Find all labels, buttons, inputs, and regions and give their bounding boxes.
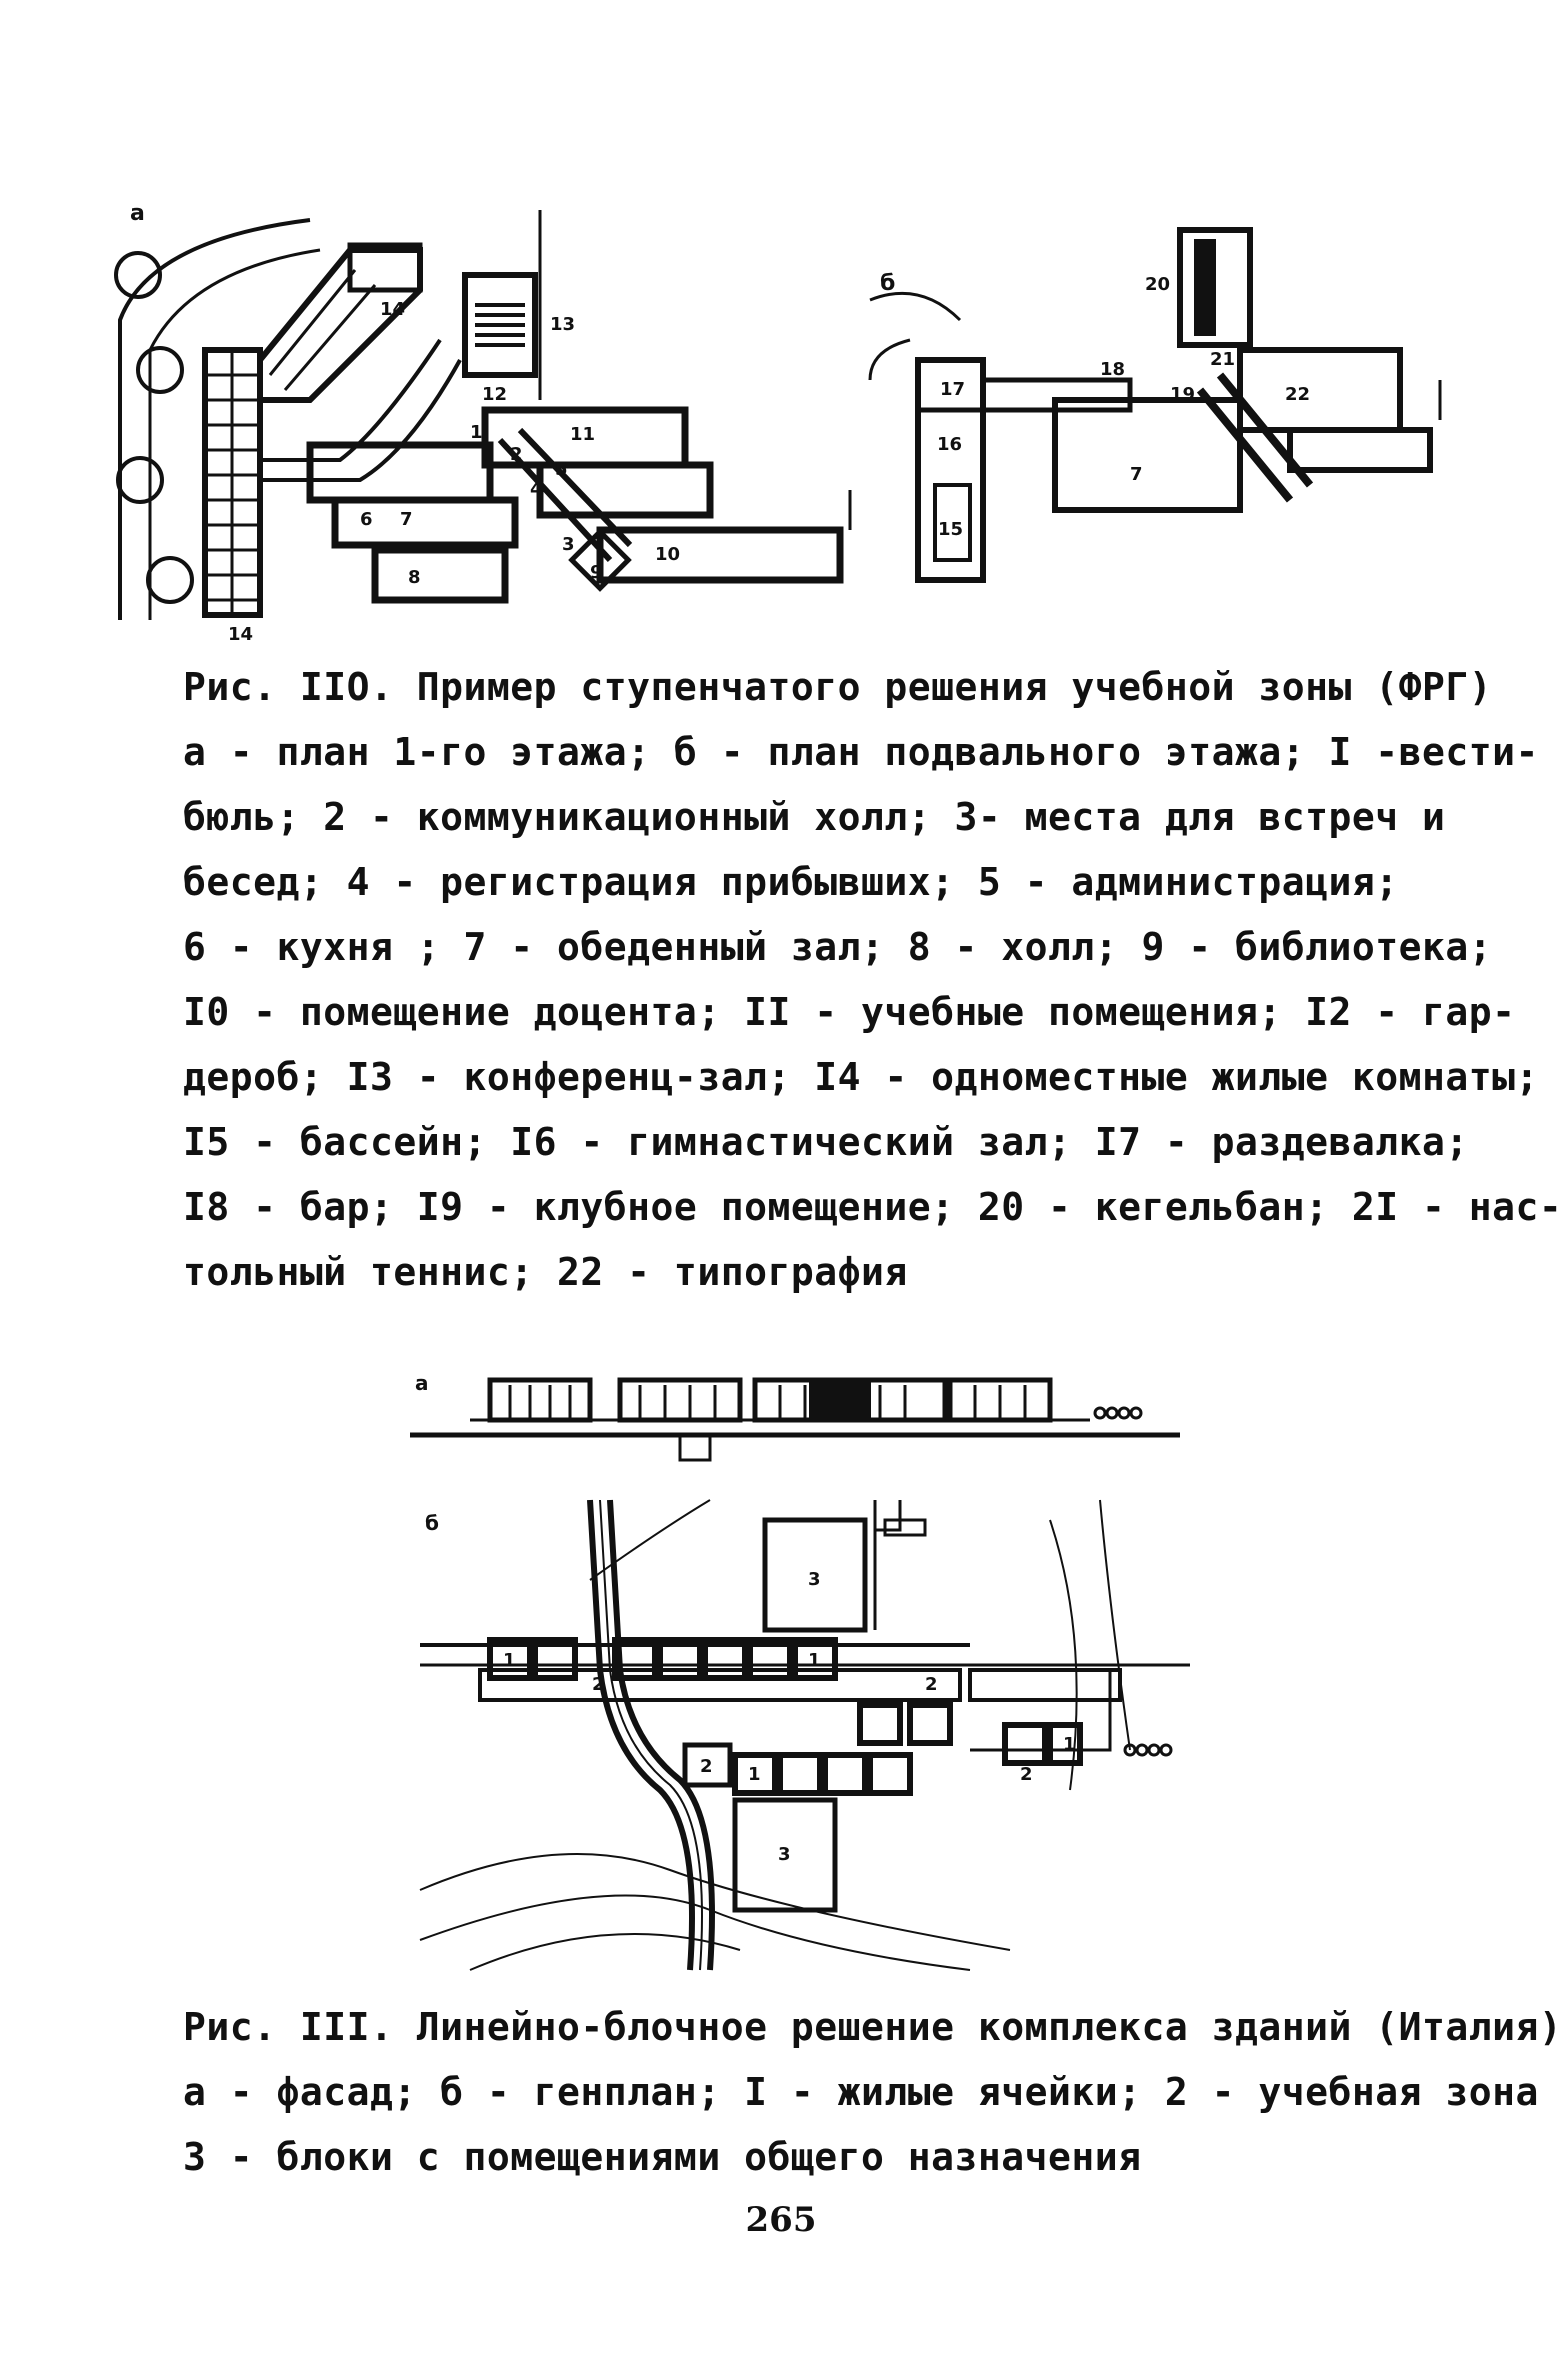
fig110-label-b: б [880,271,895,296]
caption-line: бюль; 2 - коммуникационный холл; 3- мест… [183,795,1446,839]
svg-text:3: 3 [562,534,575,555]
caption-line: тольный теннис; 22 - типография [183,1250,908,1294]
tree-icon [114,251,162,299]
caption-line: дероб; I3 - конференц-зал; I4 - одномест… [183,1055,1539,1099]
caption-line: I5 - бассейн; I6 - гимнастический зал; I… [183,1120,1469,1164]
svg-text:15: 15 [938,519,963,540]
caption-line: бесед; 4 - регистрация прибывших; 5 - ад… [183,860,1399,904]
caption-line: 6 - кухня ; 7 - обеденный зал; 8 - холл;… [183,925,1493,969]
svg-text:16: 16 [937,434,962,455]
caption-line: Рис. IIO. Пример ступенчатого решения уч… [183,665,1493,709]
svg-text:3: 3 [808,1569,821,1590]
svg-text:6: 6 [360,509,373,530]
caption-line: 3 - блоки с помещениями общего назначени… [183,2135,1142,2179]
svg-text:13: 13 [550,314,575,335]
svg-text:12: 12 [482,384,507,405]
svg-text:8: 8 [408,567,421,588]
figure-111-facade: а [410,1371,1180,1462]
svg-text:7: 7 [1130,464,1143,485]
caption-line: I8 - бар; I9 - клубное помещение; 20 - к… [183,1185,1562,1229]
svg-text:19: 19 [1170,384,1195,405]
svg-text:1: 1 [503,1650,516,1671]
figure-110-plan: а 1 2 3 4 5 6 7 8 9 10 1 [114,201,1442,645]
tree-icon [146,556,194,604]
svg-text:10: 10 [655,544,680,565]
caption-line: I0 - помещение доцента; II - учебные пом… [183,990,1516,1034]
tree-icon [116,456,164,504]
svg-text:4: 4 [530,479,543,500]
svg-text:2: 2 [592,1674,605,1695]
svg-text:2: 2 [925,1674,938,1695]
page-number: 265 [745,2200,817,2240]
figure-111-caption: Рис. III. Линейно-блочное решение компле… [183,1995,1562,2190]
svg-text:7: 7 [400,509,413,530]
fig110-label-a: а [130,201,145,226]
svg-text:5: 5 [555,459,568,480]
svg-text:1: 1 [808,1650,821,1671]
fig111-label-b: б [425,1511,439,1535]
svg-text:1: 1 [748,1764,761,1785]
svg-text:22: 22 [1285,384,1310,405]
svg-text:17: 17 [940,379,965,400]
caption-line: Рис. III. Линейно-блочное решение компле… [183,2005,1562,2049]
caption-line: а - план 1-го этажа; б - план подвальног… [183,730,1539,774]
svg-text:2: 2 [700,1756,713,1777]
svg-text:2: 2 [1020,1764,1033,1785]
tree-icon [136,346,184,394]
figure-110-caption: Рис. IIO. Пример ступенчатого решения уч… [183,655,1562,1305]
svg-text:14: 14 [380,299,405,320]
svg-text:21: 21 [1210,349,1235,370]
svg-text:11: 11 [570,424,595,445]
figure-111-siteplan: б 1 1 1 1 2 [419,1499,1190,1971]
svg-text:2: 2 [510,444,523,465]
svg-text:20: 20 [1145,274,1170,295]
svg-text:1: 1 [470,422,483,443]
fig111-label-a: а [415,1371,429,1395]
caption-line: а - фасад; б - генплан; I - жилые ячейки… [183,2070,1539,2114]
svg-text:1: 1 [1063,1734,1076,1755]
svg-text:18: 18 [1100,359,1125,380]
svg-text:9: 9 [590,562,603,583]
svg-text:14: 14 [228,624,253,645]
svg-text:3: 3 [778,1844,791,1865]
